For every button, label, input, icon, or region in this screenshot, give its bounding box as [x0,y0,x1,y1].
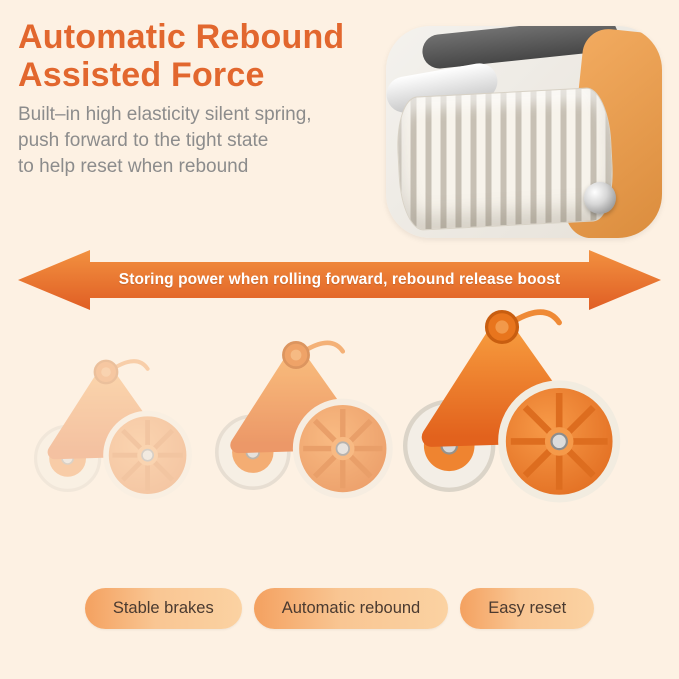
badge-automatic-rebound: Automatic rebound [253,588,449,629]
feature-badges-row: Stable brakes Automatic rebound Easy res… [0,588,679,629]
description-line-2: push forward to the tight state [18,130,269,152]
badge-easy-reset: Easy reset [460,588,595,629]
metal-ball-part [584,182,616,214]
spring-mechanism-photo [386,26,662,238]
roller-stage-2 [217,342,390,495]
badge-stable-brakes: Stable brakes [84,588,242,629]
description-line-1: Built–in high elasticity silent spring, [18,104,312,125]
title-line-1: Automatic Rebound [18,18,345,56]
roller-stage-3 [405,312,616,499]
title-line-2: Assisted Force [18,56,265,95]
feature-description: Built–in high elasticity silent spring, … [18,102,312,181]
roller-stage-1 [36,361,190,497]
motion-arrow-banner: Storing power when rolling forward, rebo… [18,248,661,312]
coil-spring-part [394,86,616,232]
double-arrow-icon [18,250,661,310]
description-line-3: to help reset when rebound [18,156,249,178]
page-title: Automatic Rebound Assisted Force [18,18,344,94]
ab-roller-sequence-illustration [0,300,679,572]
arrow-caption: Storing power when rolling forward, rebo… [118,271,561,288]
